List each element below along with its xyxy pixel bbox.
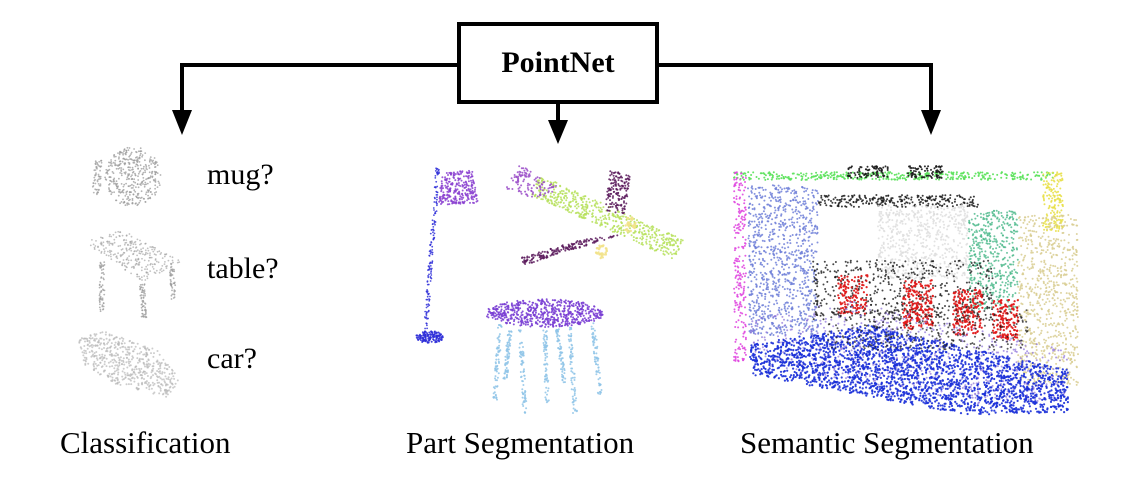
arrow-head-part-segmentation <box>548 120 568 144</box>
guess-mug: mug? <box>207 158 274 191</box>
round-table-point-cloud <box>486 298 604 414</box>
indoor-scene-point-cloud <box>733 165 1079 416</box>
mug-point-cloud <box>91 146 162 207</box>
pointnet-title-box: PointNet <box>457 22 659 104</box>
arrow-head-semantic-segmentation <box>921 110 941 135</box>
airplane-point-cloud <box>506 165 684 265</box>
arrow-head-classification <box>172 110 192 135</box>
guess-table: table? <box>207 252 279 285</box>
guess-car: car? <box>207 342 257 375</box>
table-point-cloud <box>89 230 181 319</box>
caption-part-segmentation: Part Segmentation <box>406 425 635 460</box>
lamp-point-cloud <box>415 167 479 344</box>
caption-classification: Classification <box>60 425 231 460</box>
caption-semantic-segmentation: Semantic Segmentation <box>740 425 1034 460</box>
car-point-cloud <box>78 331 179 398</box>
pointnet-title: PointNet <box>501 46 615 79</box>
